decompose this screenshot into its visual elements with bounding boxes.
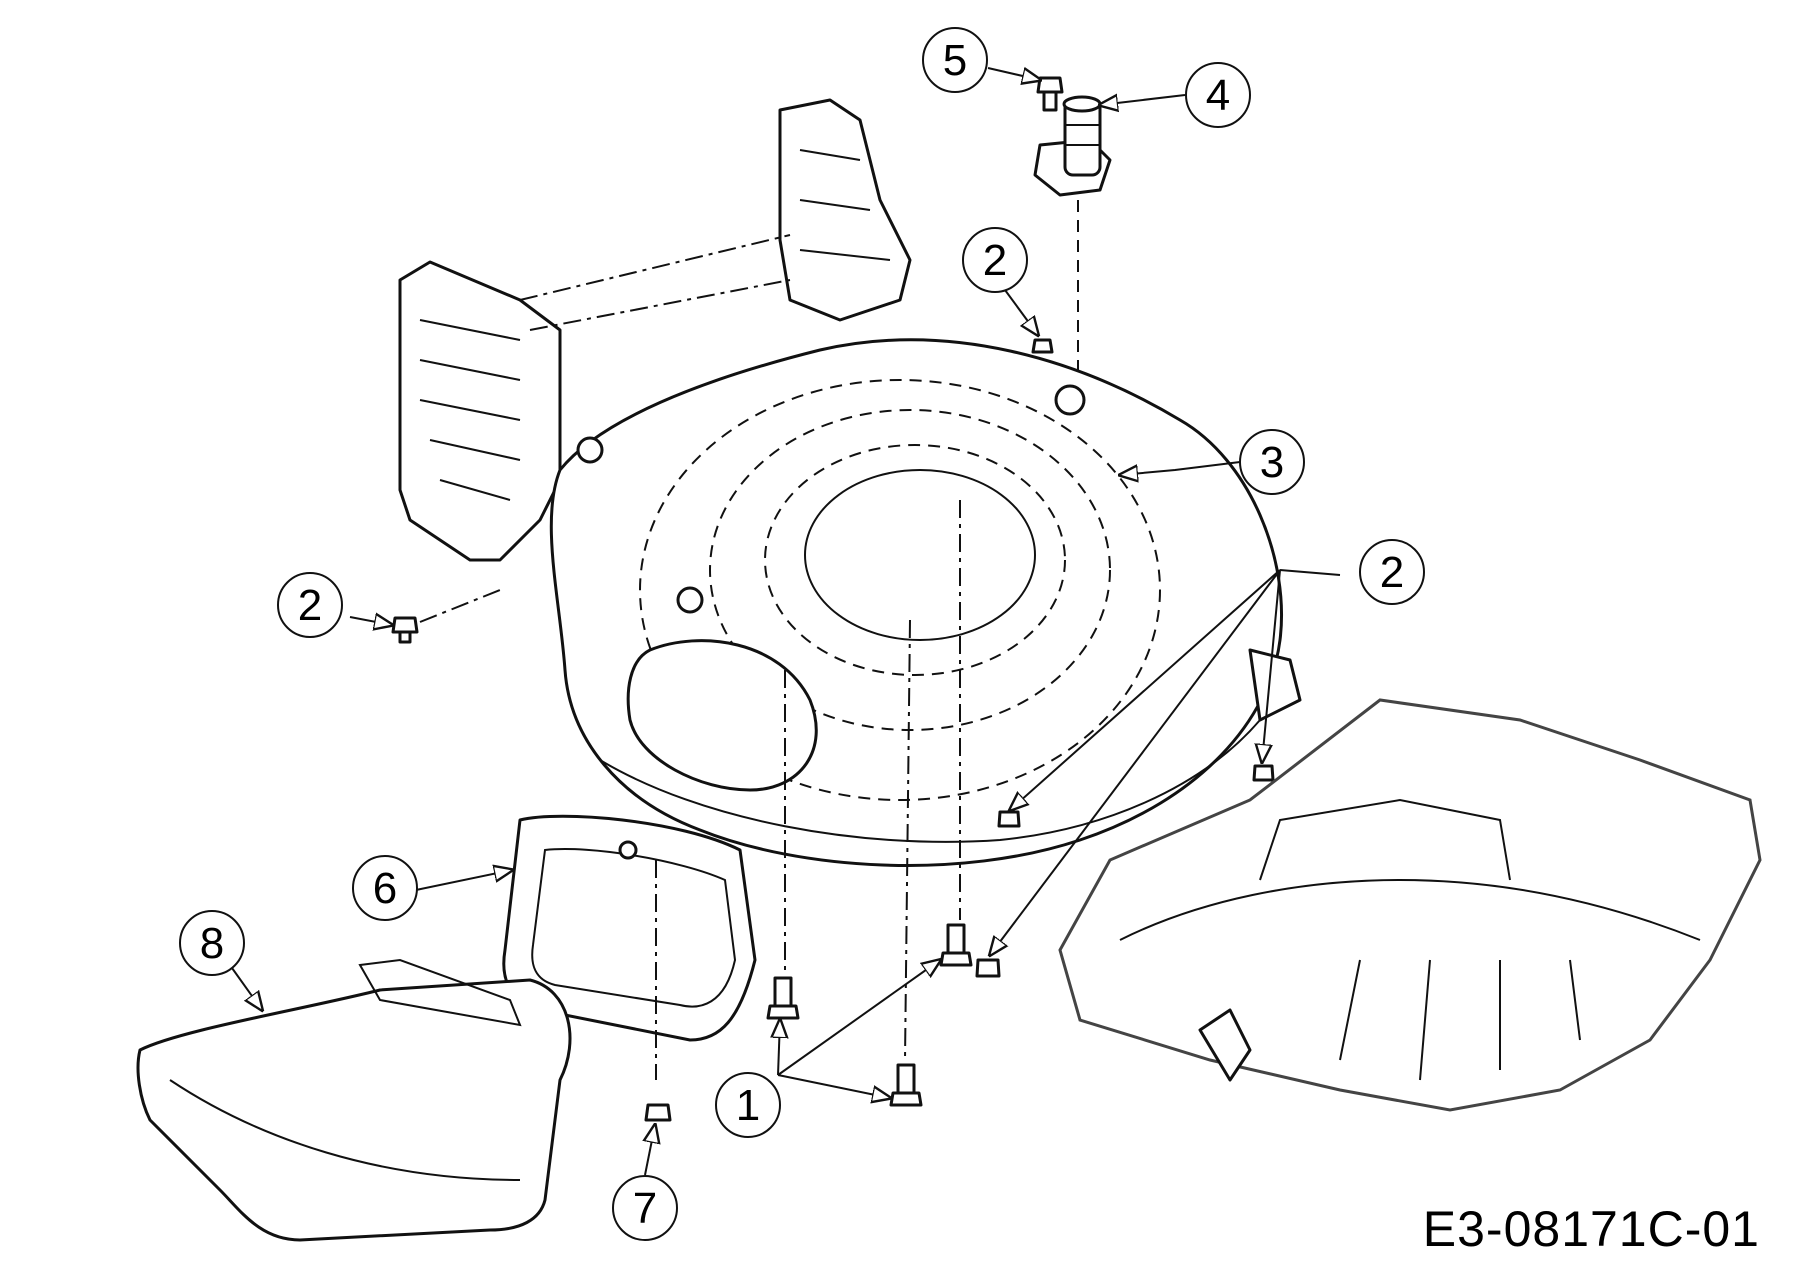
- bolt-2-top: [1031, 338, 1054, 354]
- screw-7: [644, 1103, 672, 1122]
- callout-2-top: 2: [962, 227, 1028, 293]
- svg-text:2: 2: [983, 236, 1007, 285]
- svg-text:4: 4: [1206, 71, 1230, 120]
- svg-text:7: 7: [633, 1184, 657, 1233]
- callout-5: 5: [922, 27, 988, 93]
- screw-5: [1036, 76, 1064, 112]
- callout-6: 6: [352, 855, 418, 921]
- svg-text:2: 2: [298, 581, 322, 630]
- svg-text:5: 5: [943, 36, 967, 85]
- callout-4: 4: [1185, 62, 1251, 128]
- svg-text:2: 2: [1380, 548, 1404, 597]
- deck-housing: [398, 98, 1302, 867]
- discharge-flap: [502, 814, 757, 1042]
- callout-2-left: 2: [277, 572, 343, 638]
- callout-2-right: 2: [1359, 539, 1425, 605]
- callout-8: 8: [179, 910, 245, 976]
- svg-text:1: 1: [736, 1081, 760, 1130]
- diagram-code: E3-08171C-01: [1422, 1201, 1760, 1257]
- bolt-1-group: [766, 923, 973, 1107]
- callout-1: 1: [715, 1072, 781, 1138]
- mulch-plug: [136, 958, 572, 1242]
- callout-3: 3: [1239, 429, 1305, 495]
- height-adjuster: [1033, 95, 1112, 197]
- svg-text:8: 8: [200, 919, 224, 968]
- svg-text:3: 3: [1260, 438, 1284, 487]
- callout-7: 7: [612, 1175, 678, 1241]
- bolt-2-left: [391, 616, 419, 644]
- grass-catcher: [1058, 698, 1762, 1112]
- svg-text:6: 6: [373, 864, 397, 913]
